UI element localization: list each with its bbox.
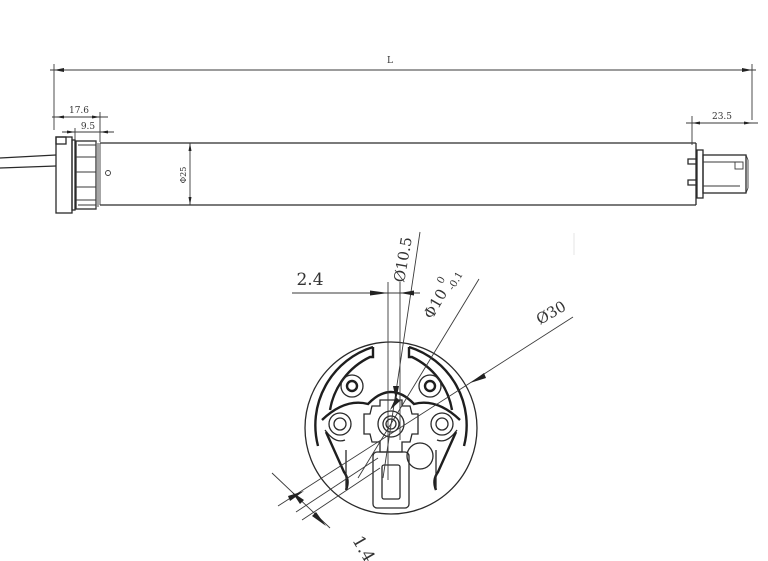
rib-label: 1.4 — [348, 533, 379, 561]
svg-text:0: 0 — [435, 275, 448, 286]
end-view: 2.4 Ø10.5 Φ10 0 -0.1 Ø30 1.4 — [271, 231, 574, 561]
dimension-drive-end: 23.5 — [686, 112, 758, 145]
head-outer-label: 17.6 — [69, 106, 89, 116]
slot-width-label: 2.4 — [296, 270, 323, 290]
side-view: L 17.6 9.5 — [0, 56, 758, 214]
dimension-tube-diameter: Φ25 — [179, 143, 192, 205]
svg-text:Φ10: Φ10 — [420, 286, 451, 322]
outer-diameter-label: Ø30 — [533, 297, 569, 328]
length-label: L — [387, 56, 393, 66]
cable — [0, 154, 57, 169]
motor-head — [55, 136, 111, 214]
motor-tube — [99, 142, 696, 206]
dimension-head-inner: 9.5 — [62, 122, 114, 142]
drive-end-label: 23.5 — [712, 112, 732, 122]
drive-end — [687, 143, 749, 205]
head-inner-label: 9.5 — [81, 122, 96, 132]
hub-bore-label: Ø10.5 — [390, 236, 416, 284]
dimension-overall-length: L — [50, 56, 756, 130]
shaft-diameter-label: Φ10 0 -0.1 — [420, 270, 466, 322]
tube-diameter-label: Φ25 — [179, 167, 188, 184]
dimension-head-outer: 17.6 — [52, 106, 108, 142]
svg-text:-0.1: -0.1 — [447, 270, 466, 292]
